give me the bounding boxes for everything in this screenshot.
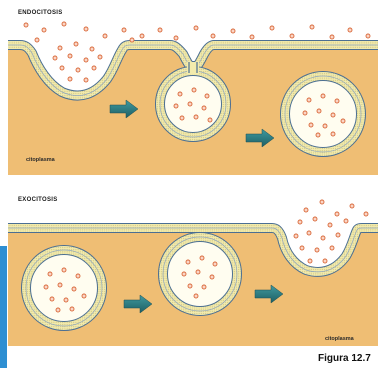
exocytosis-region-label: citoplasma [325,336,355,342]
accent-bar [0,246,7,368]
exocytosis-title: EXOCITOSIS [18,197,58,203]
exocytosis-panel: EXOCITOSIS citoplasma [0,197,378,368]
figure-caption: Figura 12.7 [318,353,371,364]
endocytosis-panel: ENDOCITOSIS citoplasma [8,10,378,175]
endocytosis-region-label: citoplasma [26,157,56,163]
endocytosis-title: ENDOCITOSIS [18,10,63,16]
